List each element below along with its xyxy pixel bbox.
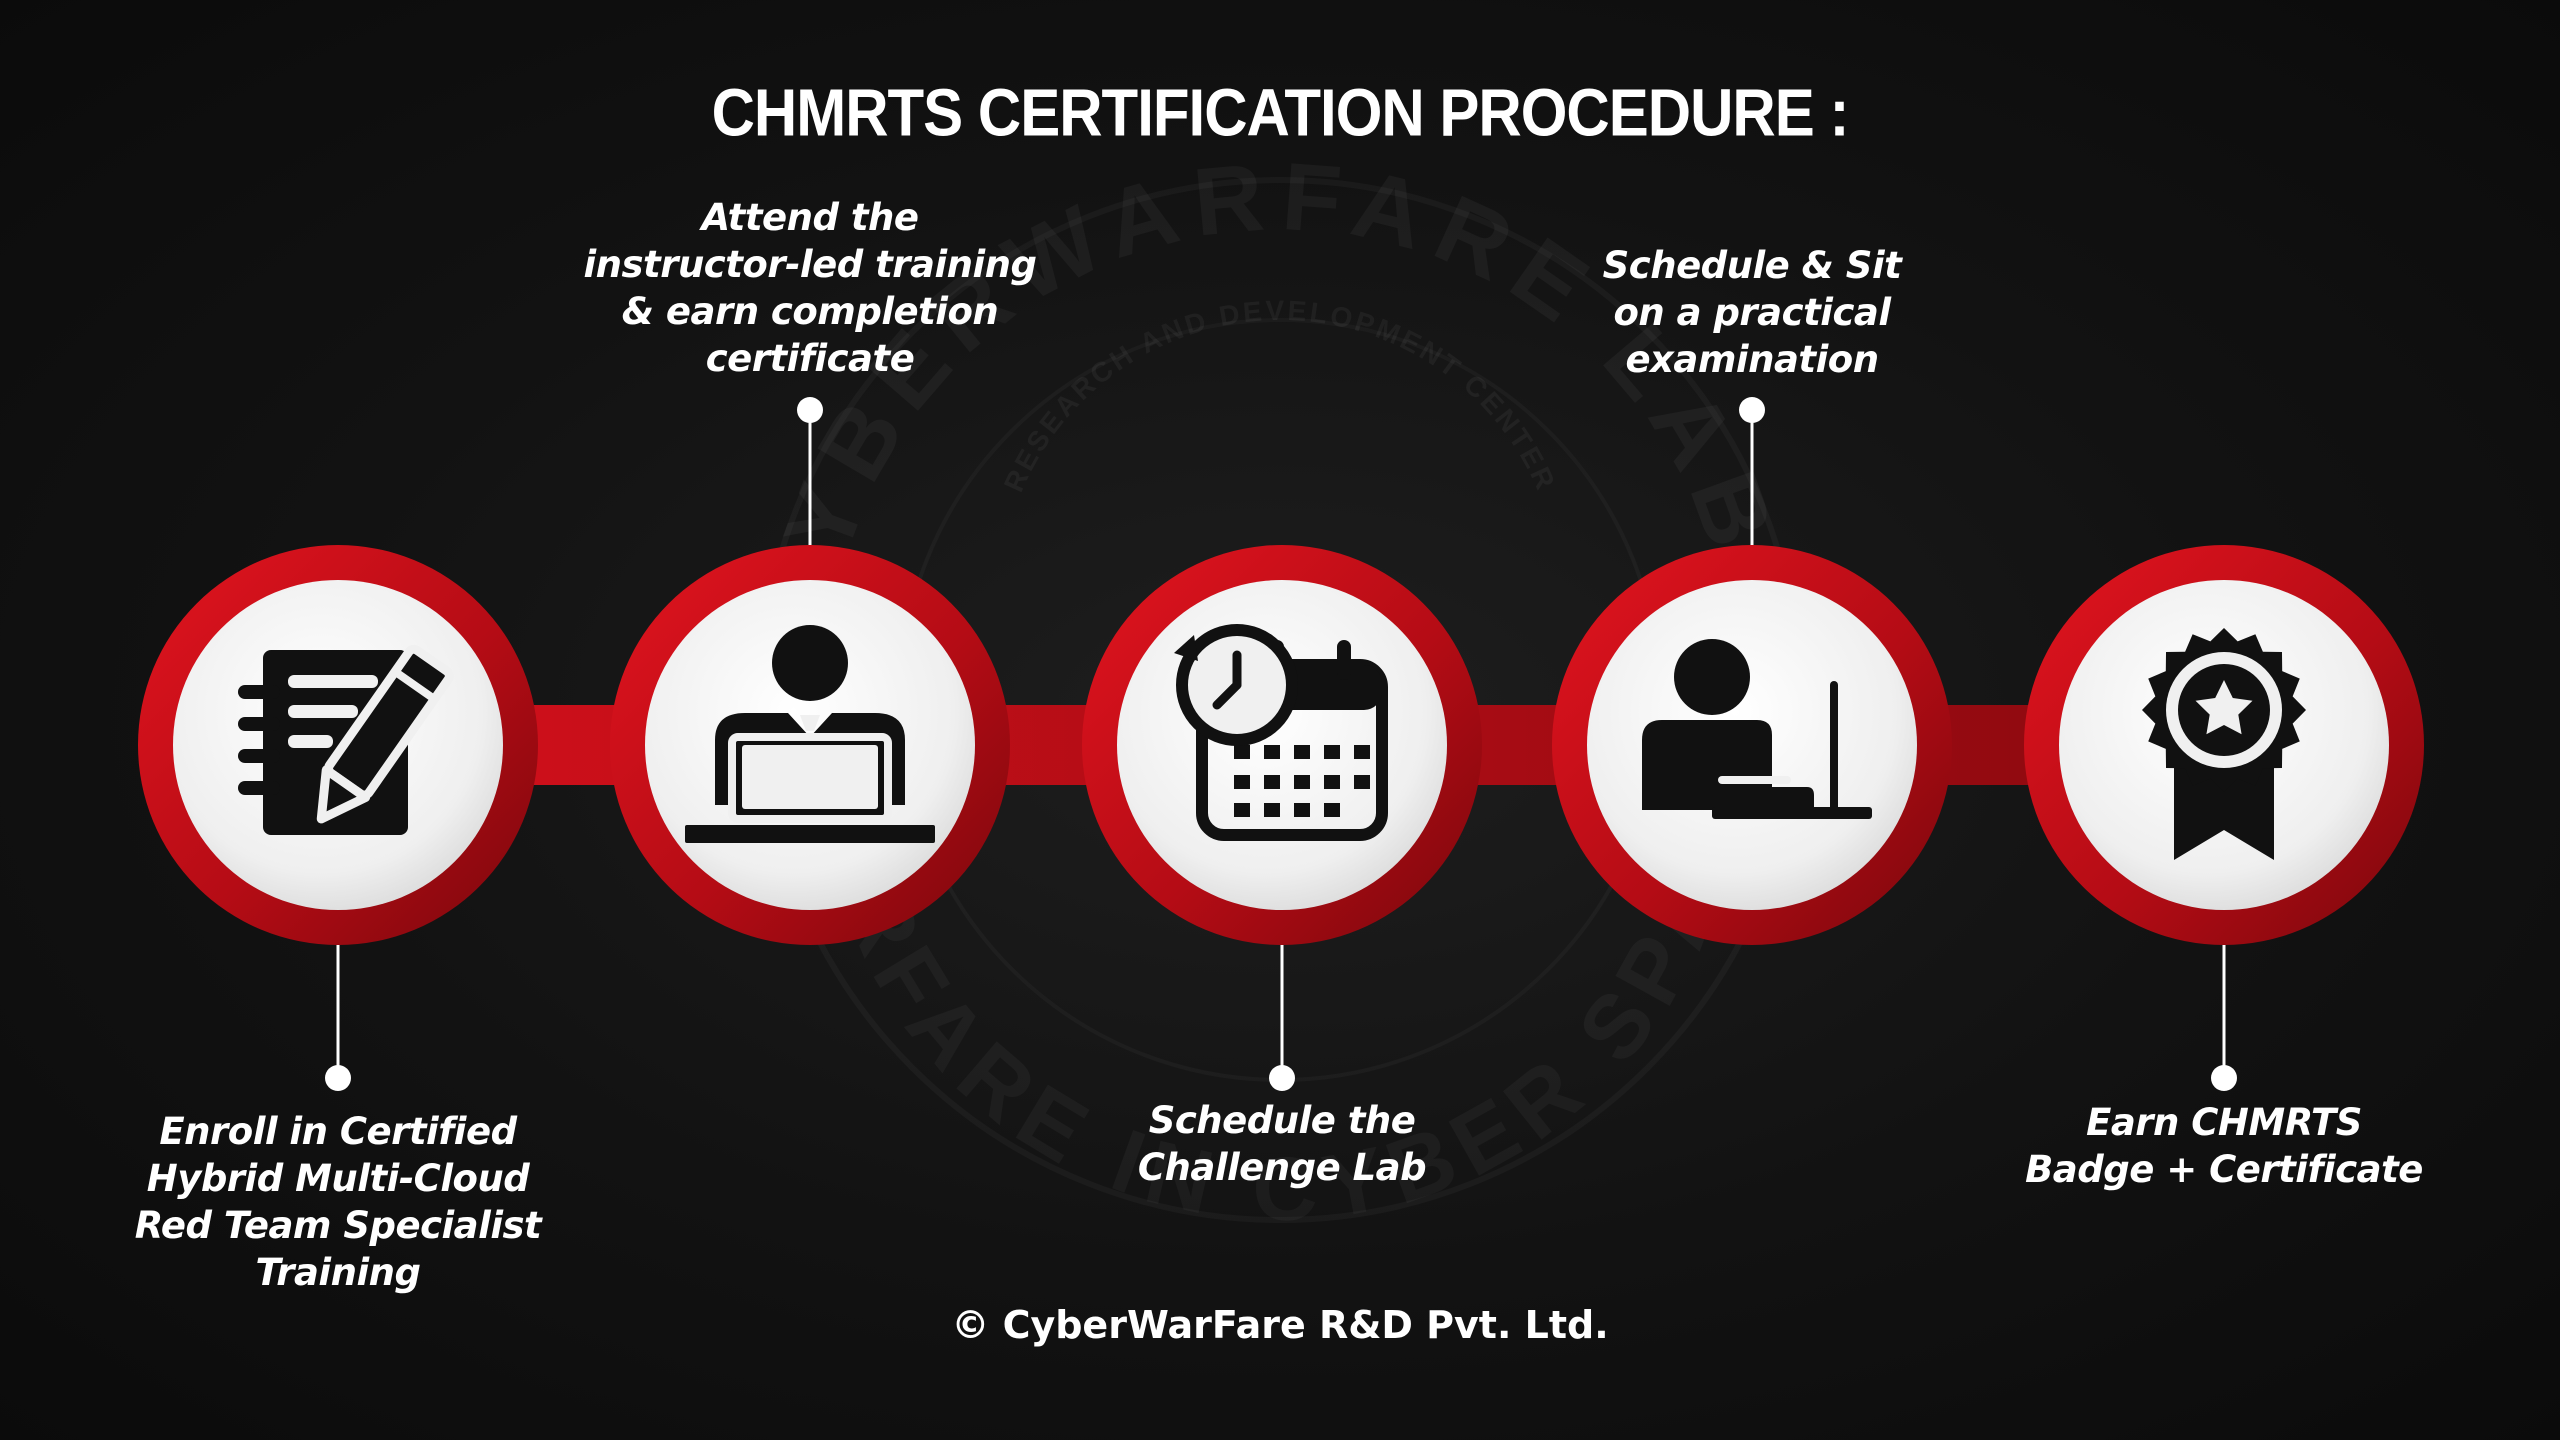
step-1-label: Enroll in Certified Hybrid Multi-Cloud R… <box>134 1110 542 1294</box>
step-1-dot <box>325 1065 351 1091</box>
step-2-dot <box>797 397 823 423</box>
calendar-clock-icon <box>1174 624 1388 841</box>
step-4-dot <box>1739 397 1765 423</box>
page-title: CHMRTS CERTIFICATION PROCEDURE : <box>711 75 1850 151</box>
notebook-pencil-icon <box>238 644 454 835</box>
step-3-dot <box>1269 1065 1295 1091</box>
step-2-label: Attend the instructor-led training & ear… <box>583 196 1037 380</box>
step-5-label: Earn CHMRTS Badge + Certificate <box>2025 1101 2423 1191</box>
copyright-notice: © CyberWarFare R&D Pvt. Ltd. <box>951 1303 1609 1347</box>
step-4-label: Schedule & Sit on a practical examinatio… <box>1602 244 1902 381</box>
award-badge-icon <box>2142 628 2306 860</box>
person-laptop-exam-icon <box>1642 639 1872 819</box>
step-3-circle <box>1082 545 1482 945</box>
step-5-dot <box>2211 1065 2237 1091</box>
person-laptop-desk-icon <box>685 625 935 843</box>
step-3-label: Schedule the Challenge Lab <box>1137 1099 1427 1189</box>
